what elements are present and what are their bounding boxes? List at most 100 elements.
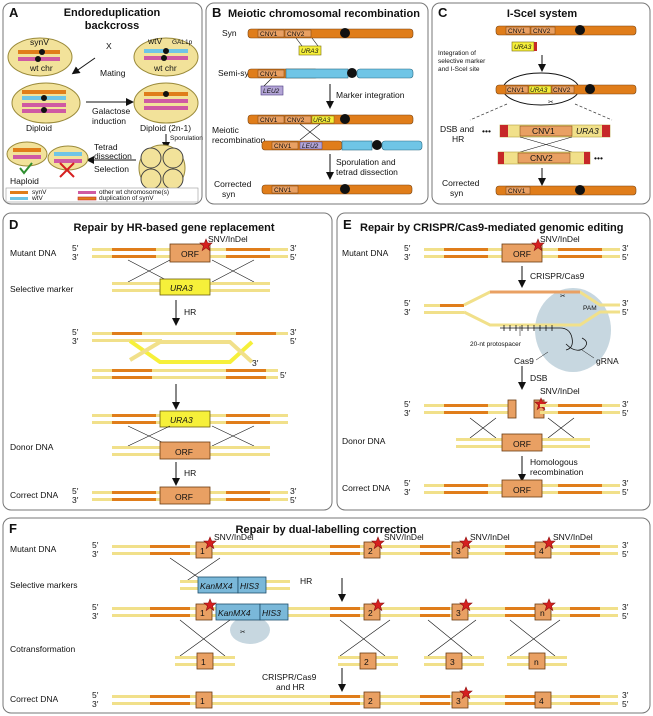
e-correct-label: Correct DNA bbox=[342, 483, 391, 493]
dna-strand bbox=[226, 421, 270, 424]
dna-strand bbox=[226, 248, 270, 251]
cas9-cloud bbox=[535, 288, 611, 372]
dna-strand bbox=[92, 332, 288, 335]
e-three-1: 3′ bbox=[404, 252, 411, 262]
cnv2-box bbox=[530, 26, 556, 35]
integration-label-2: selective marker bbox=[438, 58, 486, 65]
cnv1-label-5: CNV1 bbox=[274, 187, 292, 194]
legend-synv: synV bbox=[32, 189, 47, 196]
cnv1-box bbox=[257, 115, 285, 124]
e-five-1r: 5′ bbox=[622, 252, 629, 262]
dna-strand bbox=[444, 404, 488, 407]
centromere bbox=[340, 184, 350, 194]
ura3-marker bbox=[528, 85, 552, 94]
cell-wtv-label: wtV bbox=[147, 36, 163, 46]
legend-wtv: wtV bbox=[31, 195, 44, 202]
panel-b-title: Meiotic chromosomal recombination bbox=[228, 8, 420, 20]
f-selective-label: Selective markers bbox=[10, 580, 78, 590]
cnv1-box bbox=[505, 85, 529, 94]
panel-d-letter: D bbox=[9, 217, 18, 232]
dsb-end bbox=[584, 152, 590, 164]
e-dsb-label: DSB bbox=[530, 373, 548, 383]
c-dots-right: ••• bbox=[594, 153, 603, 163]
synv-chromosome bbox=[13, 148, 41, 152]
f-three-2: 3′ bbox=[92, 611, 99, 621]
c-ura3-label: URA3 bbox=[514, 44, 532, 51]
scissors-icon: ✂ bbox=[240, 629, 246, 636]
centromere bbox=[340, 28, 350, 38]
dna-strand bbox=[558, 411, 602, 414]
e-orf-box bbox=[501, 243, 543, 263]
cnv2-box bbox=[284, 29, 312, 38]
dna-strand bbox=[444, 491, 488, 494]
gal-label: GAL1p bbox=[172, 39, 193, 46]
dna-strand bbox=[558, 404, 602, 407]
f-snv-2: SNV/InDel bbox=[384, 532, 424, 542]
dna-strand bbox=[444, 248, 488, 251]
e-grna-label: gRNA bbox=[596, 356, 619, 366]
dna-strand bbox=[112, 414, 156, 417]
dna-strand bbox=[226, 491, 270, 494]
cnv2-label-2: CNV2 bbox=[287, 117, 305, 124]
f-donor-1 bbox=[196, 652, 214, 670]
f-cas9-cloud bbox=[230, 616, 270, 644]
scissors-icon: ✂ bbox=[548, 99, 554, 106]
dna-strand bbox=[226, 255, 270, 258]
f-donor-3 bbox=[445, 652, 463, 670]
centromere bbox=[585, 84, 595, 94]
check-icon bbox=[19, 162, 33, 175]
d-orf-box-2 bbox=[159, 441, 211, 460]
c-ura3-3: URA3 bbox=[576, 126, 599, 136]
semi-syn-blue-2 bbox=[356, 68, 414, 79]
f-five-2: 5′ bbox=[92, 602, 99, 612]
cell-wtchr-label-2: wt chr bbox=[153, 63, 177, 73]
dna-strand bbox=[226, 376, 266, 379]
crossover-line bbox=[469, 417, 575, 439]
d-three-4: 3′ bbox=[72, 495, 79, 505]
f-five-2r: 5′ bbox=[622, 611, 629, 621]
f-his3-box bbox=[237, 576, 267, 594]
dna-strand bbox=[424, 311, 464, 314]
f-crispr-1: CRISPR/Cas9 bbox=[262, 672, 317, 682]
e-five-2: 5′ bbox=[404, 298, 411, 308]
centromere bbox=[163, 91, 169, 97]
d-five-1r: 5′ bbox=[290, 252, 297, 262]
dsb-label-2: HR bbox=[452, 134, 464, 144]
c-cnv1-2: CNV1 bbox=[507, 87, 525, 94]
f-orf-4-label: 4 bbox=[539, 546, 544, 556]
f-snv-3: SNV/InDel bbox=[470, 532, 510, 542]
wt-chromosome bbox=[144, 99, 188, 103]
galactose-label-2: induction bbox=[92, 116, 126, 126]
dna-strand bbox=[92, 339, 162, 342]
c-cnv1-4: CNV1 bbox=[508, 188, 526, 195]
d-five-2r: 5′ bbox=[290, 336, 297, 346]
centromere bbox=[163, 48, 169, 54]
dna-strand bbox=[112, 421, 156, 424]
sporulation-label-b1: Sporulation and bbox=[336, 157, 396, 167]
dna-strand bbox=[558, 255, 602, 258]
centromere bbox=[340, 114, 350, 124]
cross-icon bbox=[59, 162, 75, 178]
f-orf-1-label: 1 bbox=[200, 546, 205, 556]
e-orf-label-3: ORF bbox=[513, 485, 531, 495]
e-donor-label: Donor DNA bbox=[342, 436, 386, 446]
f-donor-3-label: 3 bbox=[450, 657, 455, 667]
f-hr-label: HR bbox=[300, 576, 312, 586]
ura3-insert-line bbox=[295, 37, 303, 47]
d-three-2r: 3′ bbox=[290, 327, 297, 337]
corrected-label-b1: Corrected bbox=[214, 179, 252, 189]
centromere bbox=[372, 140, 382, 150]
f-orf-4c-label: 4 bbox=[539, 696, 544, 706]
crossover-line bbox=[299, 123, 321, 141]
c-corrected-2: syn bbox=[450, 188, 464, 198]
legend-other-swatch bbox=[78, 191, 96, 194]
legend-wtv-swatch bbox=[10, 197, 28, 200]
cnv1-box bbox=[505, 26, 531, 35]
centromere bbox=[575, 25, 585, 35]
c-cnv2-2: CNV2 bbox=[553, 87, 571, 94]
d-correct-label: Correct DNA bbox=[10, 490, 59, 500]
haploid-cell-bad bbox=[47, 145, 89, 171]
cnv1-box bbox=[519, 125, 573, 137]
corrected-label-b2: syn bbox=[222, 189, 236, 199]
